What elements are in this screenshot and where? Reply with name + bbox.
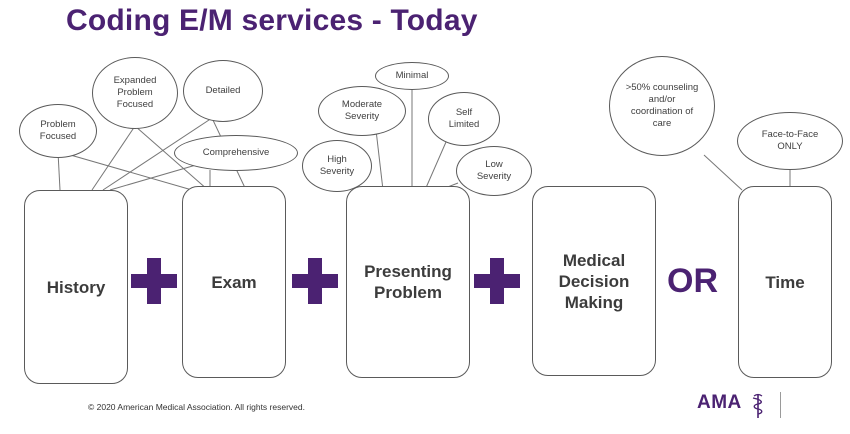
ama-logo: AMA — [697, 392, 763, 420]
exam-box: Exam — [182, 186, 286, 378]
time-box: Time — [738, 186, 832, 378]
exam-label: Exam — [211, 272, 257, 292]
oval-moderate-severity: Moderate Severity — [318, 86, 406, 136]
plus-icon — [131, 258, 177, 304]
time-label: Time — [765, 272, 805, 292]
plus-icon — [474, 258, 520, 304]
copyright-notice: © 2020 American Medical Association. All… — [88, 402, 305, 412]
caduceus-icon — [752, 393, 763, 418]
oval-face-to-face: Face-to-Face ONLY — [737, 112, 843, 170]
oval-minimal: Minimal — [375, 62, 449, 90]
medical-decision-making-box: Medical Decision Making — [532, 186, 656, 376]
oval-counseling: >50% counseling and/or coordination of c… — [609, 56, 715, 156]
oval-expanded-problem-focused: Expanded Problem Focused — [92, 57, 178, 129]
presenting-problem-label: Presenting Problem — [364, 262, 452, 302]
oval-self-limited: Self Limited — [428, 92, 500, 146]
oval-high-severity: High Severity — [302, 140, 372, 192]
oval-detailed: Detailed — [183, 60, 263, 122]
history-label: History — [46, 277, 106, 297]
logo-divider — [780, 392, 781, 418]
plus-icon — [292, 258, 338, 304]
page-title: Coding E/M services - Today — [66, 4, 478, 37]
oval-problem-focused: Problem Focused — [19, 104, 97, 158]
history-box: History — [24, 190, 128, 384]
medical-decision-making-label: Medical Decision Making — [558, 250, 630, 312]
presenting-problem-box: Presenting Problem — [346, 186, 470, 378]
or-operator: OR — [667, 262, 718, 300]
oval-comprehensive: Comprehensive — [174, 135, 298, 171]
ama-logo-text: AMA — [697, 392, 742, 413]
oval-low-severity: Low Severity — [456, 146, 532, 196]
